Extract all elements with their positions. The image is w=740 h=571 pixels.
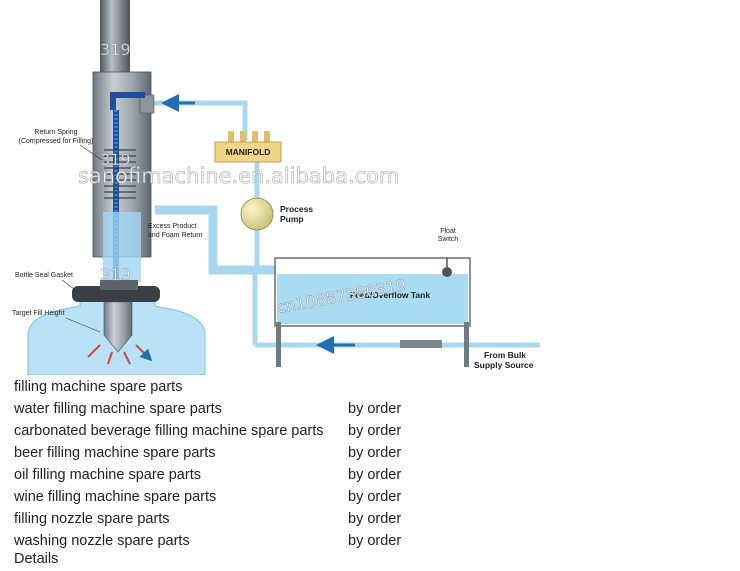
table-row: beer filling machine spare parts by order bbox=[14, 442, 434, 464]
part-name: water filling machine spare parts bbox=[14, 401, 222, 417]
bulk-supply-label-2: Supply Source bbox=[474, 360, 534, 370]
part-price: by order bbox=[348, 467, 402, 483]
watermark-site: sanofimachine.en.alibaba.com bbox=[78, 164, 399, 188]
part-price: by order bbox=[348, 445, 402, 461]
table-row: filling nozzle spare parts by order bbox=[14, 508, 434, 530]
details-label: Details bbox=[14, 551, 59, 567]
excess-return-label-2: and Foam Return bbox=[148, 232, 203, 239]
part-price: by order bbox=[348, 401, 402, 417]
return-spring-label: Return Spring bbox=[34, 129, 77, 136]
manifold: MANIFOLD bbox=[214, 131, 282, 163]
table-row: wine filling machine spare parts by order bbox=[14, 486, 434, 508]
feed-overflow-tank: Feed/Overflow Tank bbox=[274, 257, 471, 367]
table-row: water filling machine spare parts by orde… bbox=[14, 398, 434, 420]
table-row: washing nozzle spare parts by order bbox=[14, 530, 434, 552]
watermark-fragment-3: 319 bbox=[100, 265, 131, 284]
bottle-seal-label: Bottle Seal Gasket bbox=[15, 272, 73, 279]
excess-return-label-1: Excess Product bbox=[148, 223, 197, 230]
bulk-supply-label-1: From Bulk bbox=[484, 350, 526, 360]
float-switch bbox=[442, 267, 452, 277]
return-spring-sub-label: (Compressed for Filling) bbox=[19, 138, 94, 145]
valve-rod bbox=[100, 0, 130, 75]
table-row: filling machine spare parts bbox=[14, 376, 434, 398]
part-name: carbonated beverage filling machine spar… bbox=[14, 423, 324, 439]
excess-return-line bbox=[155, 205, 278, 275]
part-name: oil filling machine spare parts bbox=[14, 467, 201, 483]
manifold-label: MANIFOLD bbox=[226, 147, 271, 157]
table-row: carbonated beverage filling machine spar… bbox=[14, 420, 434, 442]
part-name: filling nozzle spare parts bbox=[14, 511, 170, 527]
float-switch-label-2: Switch bbox=[438, 236, 459, 243]
tank-label: Feed/Overflow Tank bbox=[350, 290, 430, 300]
part-name: filling machine spare parts bbox=[14, 379, 183, 395]
fill-nozzle bbox=[103, 301, 133, 353]
spare-parts-table: filling machine spare parts water fillin… bbox=[14, 376, 434, 552]
part-name: washing nozzle spare parts bbox=[14, 533, 190, 549]
part-name: wine filling machine spare parts bbox=[14, 489, 217, 505]
filling-valve-diagram: MANIFOLD Process Pump Feed/Overflow Tank… bbox=[12, 0, 540, 375]
process-pump-label-1: Process bbox=[280, 204, 313, 214]
valve-port bbox=[139, 94, 155, 114]
part-price bbox=[348, 376, 434, 398]
return-spring bbox=[104, 149, 136, 199]
target-fill-label: Target Fill Height bbox=[12, 310, 65, 317]
part-price: by order bbox=[348, 423, 402, 439]
table-row: oil filling machine spare parts by order bbox=[14, 464, 434, 486]
process-pump-label-2: Pump bbox=[280, 214, 304, 224]
process-pump bbox=[240, 197, 274, 231]
part-name: beer filling machine spare parts bbox=[14, 445, 216, 461]
watermark-fragment-2: 319 bbox=[100, 150, 131, 169]
part-price: by order bbox=[348, 489, 402, 505]
float-switch-label-1: Float bbox=[440, 228, 456, 235]
part-price: by order bbox=[348, 533, 402, 549]
watermark-fragment-1: 319 bbox=[100, 40, 131, 59]
part-price: by order bbox=[348, 511, 402, 527]
